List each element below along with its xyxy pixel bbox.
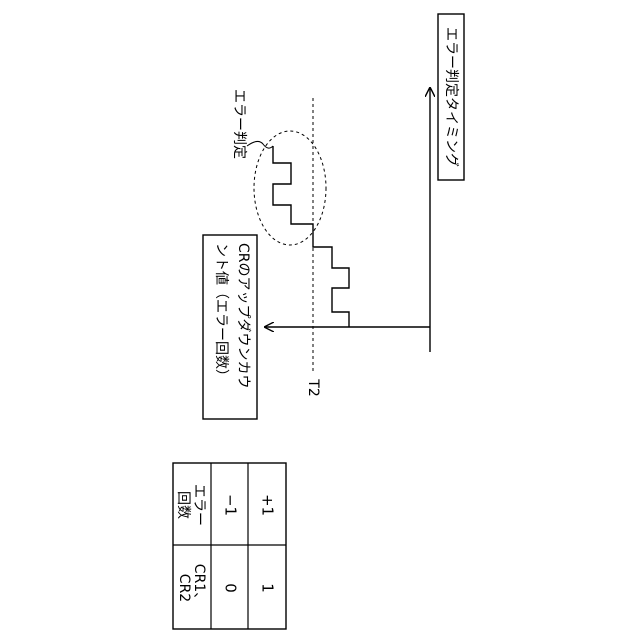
counter-label-line2: ント値（エラー回数） [213,243,229,383]
table-row-1-err: −1 [222,494,240,516]
timing-label-box: エラー判定タイミング [438,14,464,180]
table-row-2-err: +1 [259,494,277,516]
t2-label: T2 [305,378,321,396]
counter-label-line1: CRのアップダウンカウ [235,243,251,389]
error-judge-ellipse [254,131,326,245]
error-judge-leader [247,141,273,148]
table-header-err-line2: 回数 [175,491,191,519]
counter-step-trace [273,146,349,327]
table-row-1-cr: 0 [222,583,240,593]
table-header-cr-line1: CR1、 [191,564,207,606]
error-judge-label: エラー判定 [231,89,247,159]
timing-label: エラー判定タイミング [443,27,459,167]
table-header-cr-line2: CR2 [176,574,192,602]
table-header-err-line1: エラー [191,484,207,526]
table-row-2-cr: 1 [259,583,277,593]
cr-error-table: CR1、 CR2 エラー 回数 0 −1 1 +1 [173,463,286,629]
counter-label-box: CRのアップダウンカウ ント値（エラー回数） [203,235,257,419]
